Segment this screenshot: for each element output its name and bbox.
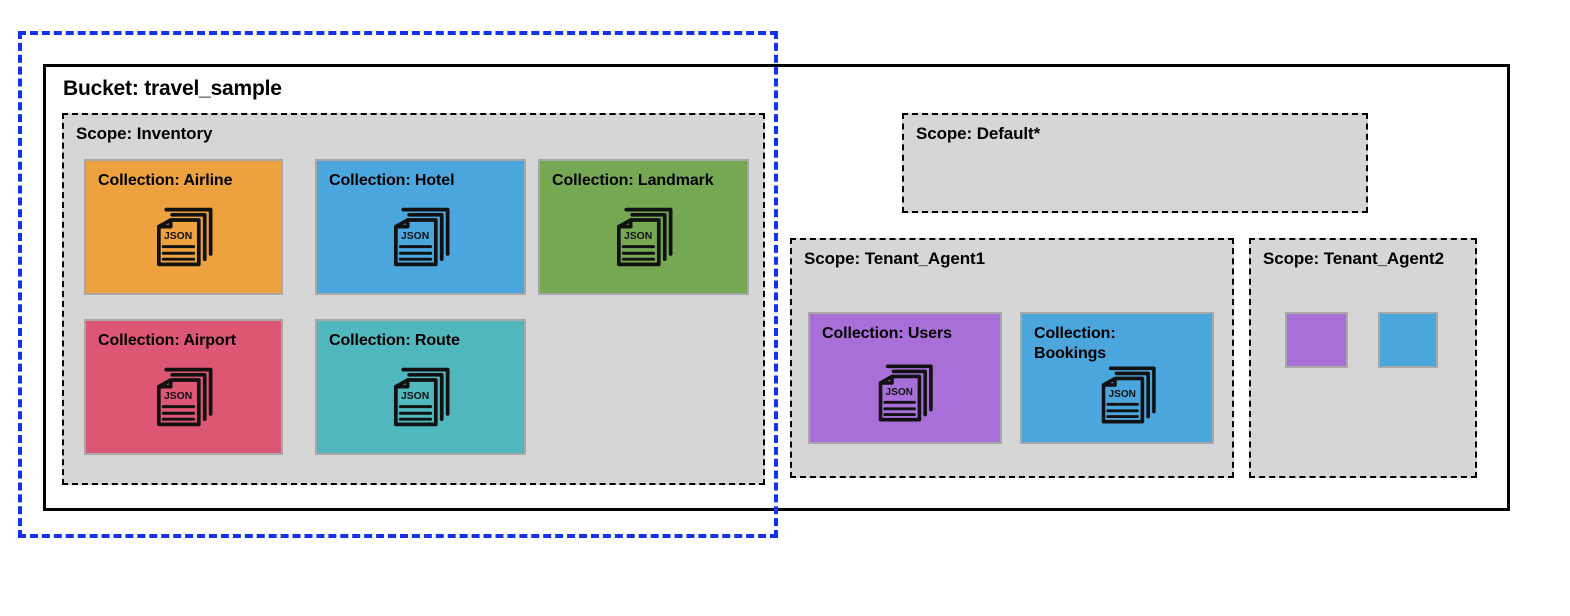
svg-text:JSON: JSON <box>163 391 191 402</box>
collection-bookings-label: Collection: Bookings <box>1034 325 1116 363</box>
scope-default-title: Scope: Default* <box>916 124 1041 143</box>
collection-landmark-label: Collection: Landmark <box>552 172 714 189</box>
svg-text:JSON: JSON <box>623 231 651 242</box>
svg-text:JSON: JSON <box>886 387 913 398</box>
collection-hotel-label: Collection: Hotel <box>329 172 455 189</box>
collection-route-label: Collection: Route <box>329 332 460 349</box>
json-documents-icon: JSON <box>607 200 681 279</box>
svg-text:JSON: JSON <box>400 231 428 242</box>
collection-hotel[interactable]: Collection: Hotel JSON <box>315 159 526 295</box>
svg-text:JSON: JSON <box>1109 389 1136 400</box>
collection-airport[interactable]: Collection: Airport JSON <box>84 319 283 455</box>
scope-tenant-agent2-title: Scope: Tenant_Agent2 <box>1263 249 1444 268</box>
collection-swatch-purple[interactable] <box>1285 312 1348 368</box>
scope-tenant-agent2: Scope: Tenant_Agent2 <box>1249 238 1477 478</box>
collection-swatch-blue[interactable] <box>1378 312 1438 368</box>
json-documents-icon: JSON <box>384 360 458 439</box>
json-documents-icon: JSON <box>147 360 221 439</box>
collection-users[interactable]: Collection: Users JSON <box>808 312 1002 444</box>
json-documents-icon: JSON <box>869 357 941 434</box>
json-documents-icon: JSON <box>384 200 458 279</box>
collection-users-label: Collection: Users <box>822 325 952 342</box>
svg-text:JSON: JSON <box>163 231 191 242</box>
svg-text:JSON: JSON <box>400 391 428 402</box>
collection-airline-label: Collection: Airline <box>98 172 233 189</box>
scope-tenant-agent1: Scope: Tenant_Agent1 Collection: Users J… <box>790 238 1234 478</box>
collection-airline[interactable]: Collection: Airline JSON <box>84 159 283 295</box>
json-documents-icon: JSON <box>1092 359 1164 436</box>
collection-route[interactable]: Collection: Route JSON <box>315 319 526 455</box>
scope-default: Scope: Default* <box>902 113 1368 213</box>
scope-inventory: Scope: Inventory Collection: Airline JSO… <box>62 113 765 485</box>
bucket-title: Bucket: travel_sample <box>63 77 282 100</box>
json-documents-icon: JSON <box>147 200 221 279</box>
collection-airport-label: Collection: Airport <box>98 332 236 349</box>
collection-landmark[interactable]: Collection: Landmark JSON <box>538 159 749 295</box>
scope-inventory-title: Scope: Inventory <box>76 124 213 143</box>
collection-bookings[interactable]: Collection: Bookings JSON <box>1020 312 1214 444</box>
scope-tenant-agent1-title: Scope: Tenant_Agent1 <box>804 249 985 268</box>
